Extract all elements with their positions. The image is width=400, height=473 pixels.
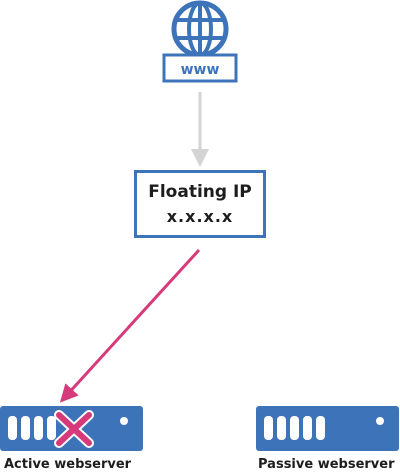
www-badge: www xyxy=(162,53,238,83)
floating-ip-box: Floating IP x.x.x.x xyxy=(134,170,266,238)
floating-ip-address: x.x.x.x xyxy=(166,206,234,226)
passive-server-icon xyxy=(256,406,399,451)
failure-x-icon xyxy=(54,410,94,448)
passive-server-label: Passive webserver xyxy=(258,457,395,472)
www-label: www xyxy=(181,62,220,78)
floating-ip-to-active-server-arrow xyxy=(59,248,201,403)
active-server-label: Active webserver xyxy=(4,457,132,472)
floating-ip-title: Floating IP xyxy=(148,181,252,202)
globe-icon xyxy=(171,0,229,58)
